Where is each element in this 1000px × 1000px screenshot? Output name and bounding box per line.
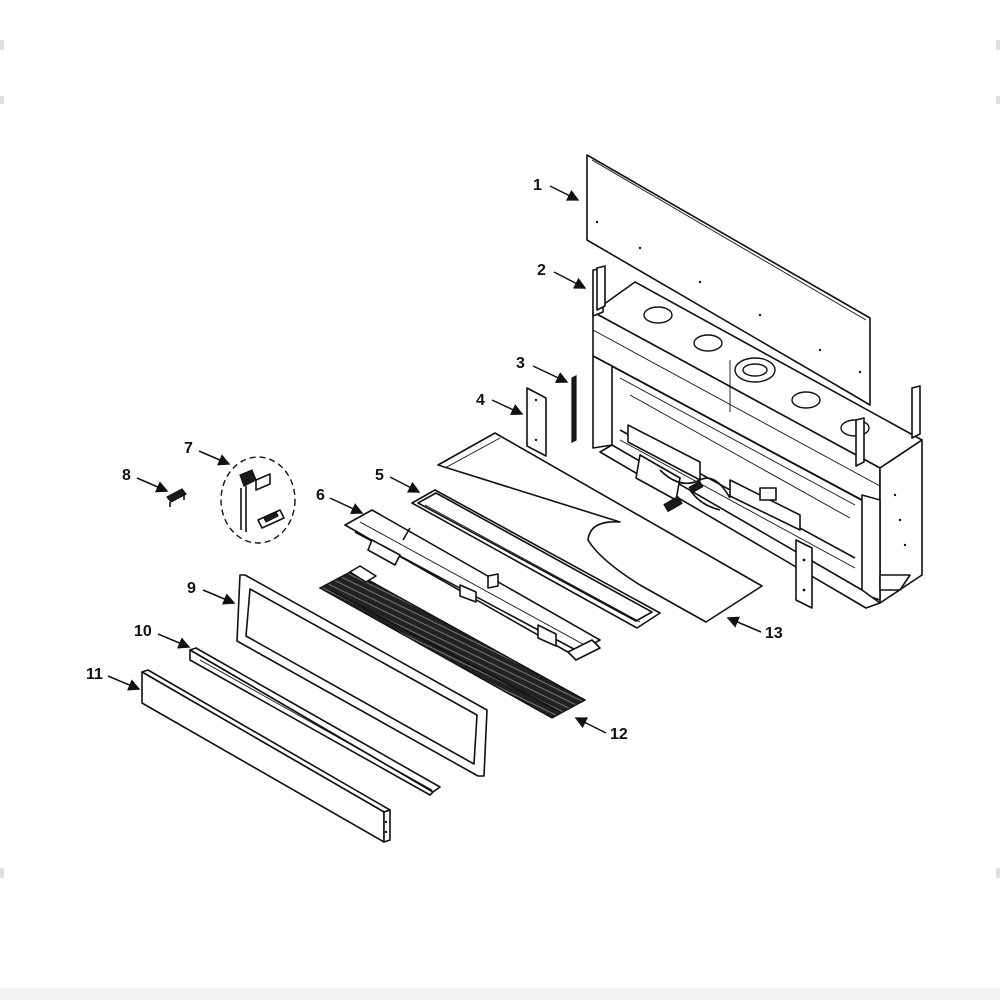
part-2-standoff-bracket [596, 265, 606, 311]
scan-edge-marks [0, 40, 1000, 1000]
part-10-trim-strip [189, 647, 441, 796]
svg-text:12: 12 [610, 726, 628, 743]
part-9-glass-frame [236, 574, 488, 777]
callout-4: 4 [476, 392, 524, 415]
callout-2: 2 [537, 262, 587, 289]
part-4-side-plate [526, 387, 547, 457]
callout-11: 11 [86, 666, 141, 691]
callout-13: 13 [726, 616, 783, 642]
svg-text:8: 8 [122, 467, 131, 484]
callout-8: 8 [122, 467, 169, 493]
svg-text:11: 11 [86, 666, 103, 683]
part-1-top-panel [586, 154, 871, 406]
callout-3: 3 [516, 355, 569, 383]
svg-text:1: 1 [533, 177, 542, 194]
svg-text:10: 10 [134, 623, 152, 640]
callout-5: 5 [375, 467, 421, 493]
svg-text:3: 3 [516, 355, 525, 372]
firebox-assembly [592, 267, 923, 609]
part-8-clip [166, 488, 187, 507]
svg-text:2: 2 [537, 262, 546, 279]
part-7-ignition-detail [220, 456, 296, 544]
svg-text:4: 4 [476, 392, 485, 409]
part-3-rod [571, 375, 577, 443]
callout-7: 7 [184, 440, 231, 466]
callout-1: 1 [533, 177, 580, 201]
part-5-tray [411, 489, 661, 629]
svg-text:7: 7 [184, 440, 193, 457]
part-11-louver-panel [141, 669, 391, 843]
svg-text:6: 6 [316, 487, 325, 504]
part-13-base-panel [437, 432, 763, 623]
callout-9: 9 [187, 580, 236, 605]
svg-text:9: 9 [187, 580, 196, 597]
callout-12: 12 [574, 717, 628, 743]
svg-text:5: 5 [375, 467, 384, 484]
callout-10: 10 [134, 623, 191, 649]
svg-text:13: 13 [765, 625, 783, 642]
part-6-rail-assembly [344, 509, 601, 661]
callout-6: 6 [316, 487, 364, 514]
part-12-burner-grille [318, 565, 587, 719]
